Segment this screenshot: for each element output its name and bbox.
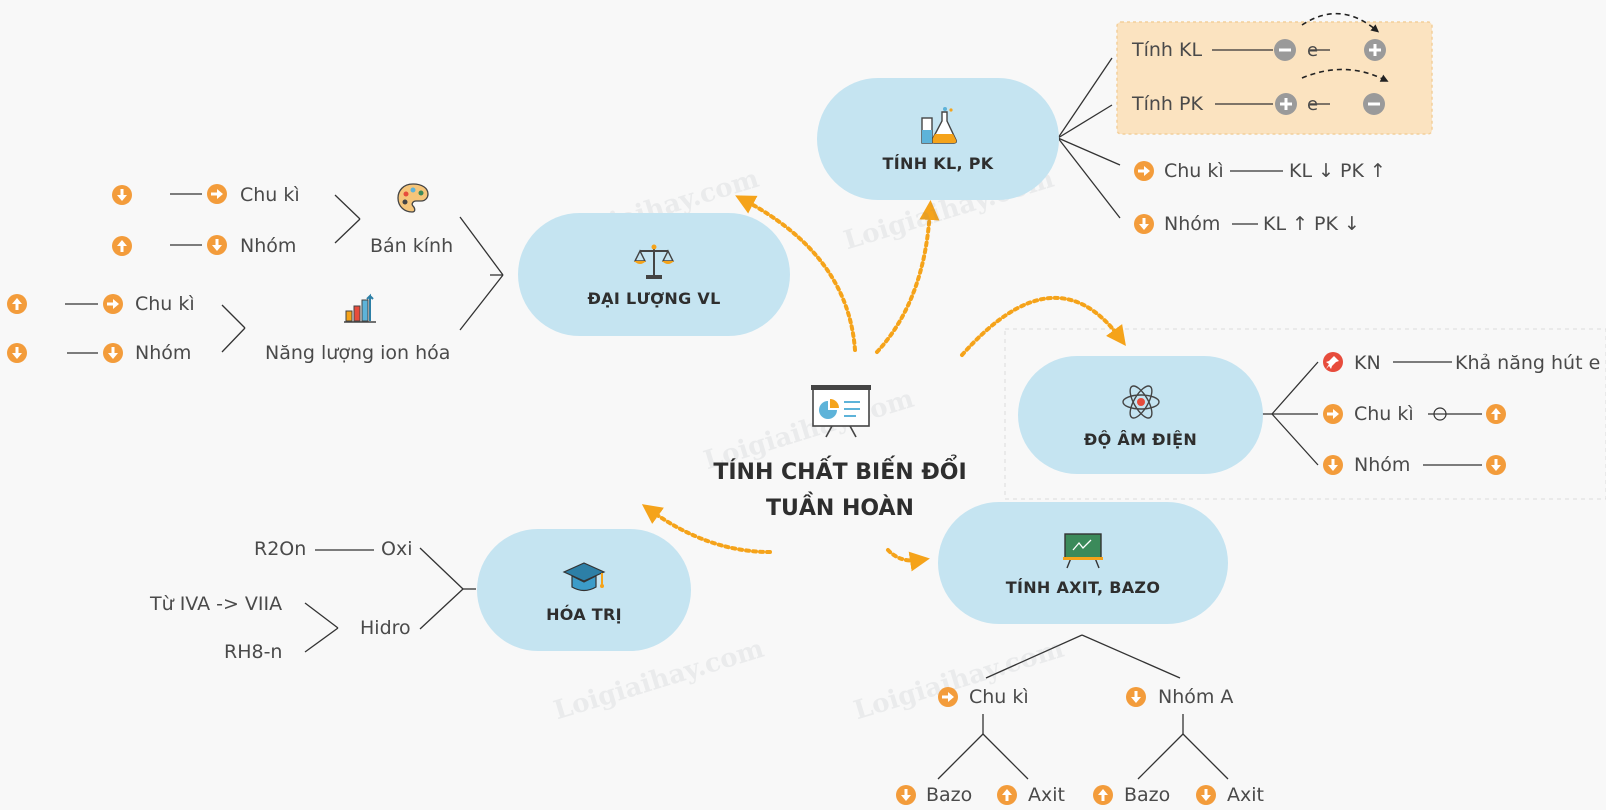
arrow-down-circle-icon: [1126, 687, 1146, 707]
arrow-up-circle-icon: [1486, 404, 1506, 424]
arrow-down-circle-icon: [896, 785, 916, 805]
node-do-am-dien: ĐỘ ÂM ĐIỆN: [1018, 356, 1263, 474]
center-title-line2: TUẦN HOÀN: [766, 496, 914, 521]
ab-chu-ki-label: Chu kì: [969, 686, 1029, 708]
node-dai-luong-vl: ĐẠI LƯỢNG VL: [518, 213, 790, 336]
graduation-cap-icon: [562, 561, 606, 591]
center-title: TÍNH CHẤT BIẾN ĐỔI TUẦN HOÀN: [690, 455, 990, 527]
nang-luong-label: Năng lượng ion hóa: [265, 342, 451, 364]
arrow-right-circle-icon: [1323, 404, 1343, 424]
bar-chart-icon: [344, 293, 376, 323]
dad-nhom-label: Nhóm: [1354, 454, 1411, 476]
node-label: TÍNH KL, PK: [882, 153, 994, 173]
arrow-down-circle-icon: [1323, 455, 1343, 475]
flask-icon: [921, 106, 957, 144]
kl-pk-highlight-box: [1116, 21, 1433, 135]
presentation-board-icon: [811, 385, 871, 438]
arrow-right-circle-icon: [938, 687, 958, 707]
kl-nhom-label: Nhóm: [1164, 213, 1221, 235]
plus-circle-icon: [1275, 93, 1297, 115]
node-tinh-axit-bazo: TÍNH AXIT, BAZO: [938, 502, 1228, 624]
minus-circle-icon: [1363, 93, 1385, 115]
hidro-label: Hidro: [360, 617, 411, 639]
bk-nhom-label: Nhóm: [240, 235, 297, 257]
scale-icon: [633, 244, 675, 279]
arrow-down-circle-icon: [112, 185, 132, 205]
kn-value: Khả năng hút e: [1455, 352, 1601, 374]
node-label: HÓA TRỊ: [546, 604, 622, 624]
arrow-right-circle-icon: [1134, 161, 1154, 181]
tinh-pk-label: Tính PK: [1132, 93, 1203, 115]
electron-label: e: [1307, 94, 1319, 115]
kl-chu-ki-value: KL ↓ PK ↑: [1289, 160, 1386, 182]
r2on-label: R2On: [254, 538, 307, 560]
ab-chu-ki-bazo: Bazo: [926, 784, 973, 806]
arrow-right-circle-icon: [103, 294, 123, 314]
plus-circle-icon: [1364, 39, 1386, 61]
node-label: TÍNH AXIT, BAZO: [1005, 577, 1161, 597]
kl-chu-ki-label: Chu kì: [1164, 160, 1224, 182]
minus-circle-icon: [1274, 39, 1296, 61]
palette-icon: [397, 183, 429, 213]
node-tinh-kl-pk: TÍNH KL, PK: [817, 78, 1059, 200]
ban-kinh-label: Bán kính: [370, 235, 454, 257]
arrow-down-circle-icon: [1134, 214, 1154, 234]
arrow-down-circle-icon: [1196, 785, 1216, 805]
arrow-down-circle-icon: [103, 343, 123, 363]
arrow-down-circle-icon: [7, 343, 27, 363]
tu-iva-label: Từ IVA -> VIIA: [150, 593, 283, 615]
blackboard-icon: [1063, 532, 1103, 568]
electron-label: e: [1307, 40, 1319, 61]
arrow-up-circle-icon: [7, 294, 27, 314]
node-hoa-tri: HÓA TRỊ: [477, 529, 691, 651]
node-label: ĐỘ ÂM ĐIỆN: [1083, 429, 1198, 449]
nl-nhom-label: Nhóm: [135, 342, 192, 364]
arrow-down-circle-icon: [1486, 455, 1506, 475]
ab-chu-ki-axit: Axit: [1028, 784, 1065, 806]
atom-icon: [1121, 384, 1160, 419]
bk-chu-ki-label: Chu kì: [240, 184, 300, 206]
oxi-label: Oxi: [381, 538, 413, 560]
rh8n-label: RH8-n: [224, 641, 283, 663]
ab-nhom-axit: Axit: [1227, 784, 1264, 806]
nl-chu-ki-label: Chu kì: [135, 293, 195, 315]
arrow-right-circle-icon: [207, 184, 227, 204]
tinh-kl-label: Tính KL: [1132, 39, 1203, 61]
pin-icon: [1323, 352, 1343, 372]
arrow-up-circle-icon: [997, 785, 1017, 805]
kn-label: KN: [1354, 352, 1381, 374]
arrow-down-circle-icon: [207, 235, 227, 255]
dad-chu-ki-label: Chu kì: [1354, 403, 1414, 425]
ab-nhom-a-label: Nhóm A: [1158, 686, 1234, 708]
center-title-line1: TÍNH CHẤT BIẾN ĐỔI: [713, 460, 967, 485]
ab-nhom-bazo: Bazo: [1124, 784, 1171, 806]
node-label: ĐẠI LƯỢNG VL: [587, 289, 721, 308]
arrow-up-circle-icon: [1093, 785, 1113, 805]
kl-nhom-value: KL ↑ PK ↓: [1263, 213, 1360, 235]
arrow-up-circle-icon: [112, 236, 132, 256]
